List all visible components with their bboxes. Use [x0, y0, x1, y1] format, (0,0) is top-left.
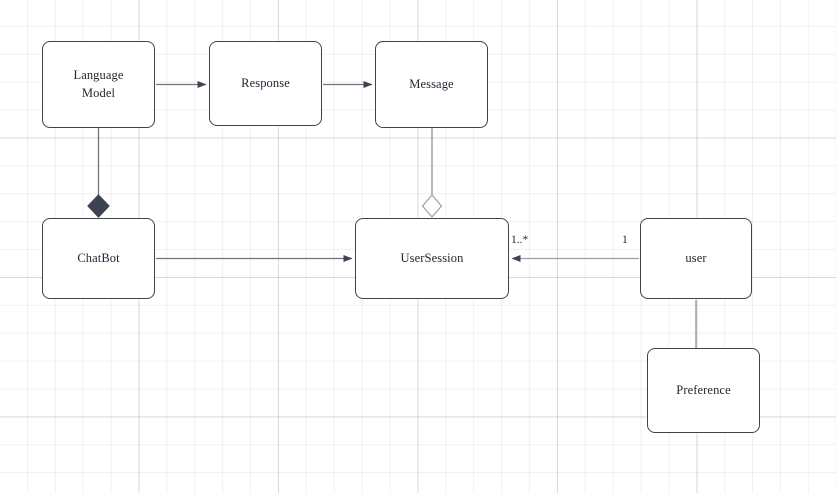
hollow-diamond-marker [421, 194, 443, 218]
node-user-session[interactable]: UserSession [355, 218, 509, 299]
node-label-message: Message [409, 76, 454, 91]
node-chatbot[interactable]: ChatBot [42, 218, 155, 299]
node-response[interactable]: Response [209, 41, 322, 126]
node-preference[interactable]: Preference [647, 348, 760, 433]
node-label-preference: Preference [676, 382, 731, 397]
node-label-chatbot: ChatBot [77, 250, 120, 265]
edge-label-multiplicity-one: 1 [622, 234, 628, 246]
node-label-user: user [685, 250, 707, 265]
node-user[interactable]: user [640, 218, 752, 299]
node-label-language-model: Language Model [73, 67, 124, 100]
edge-label-multiplicity-many: 1..* [511, 234, 529, 246]
filled-diamond-marker [87, 194, 110, 218]
node-label-response: Response [241, 75, 290, 90]
node-language-model[interactable]: Language Model [42, 41, 155, 128]
node-label-user-session: UserSession [400, 250, 464, 265]
node-message[interactable]: Message [375, 41, 488, 128]
